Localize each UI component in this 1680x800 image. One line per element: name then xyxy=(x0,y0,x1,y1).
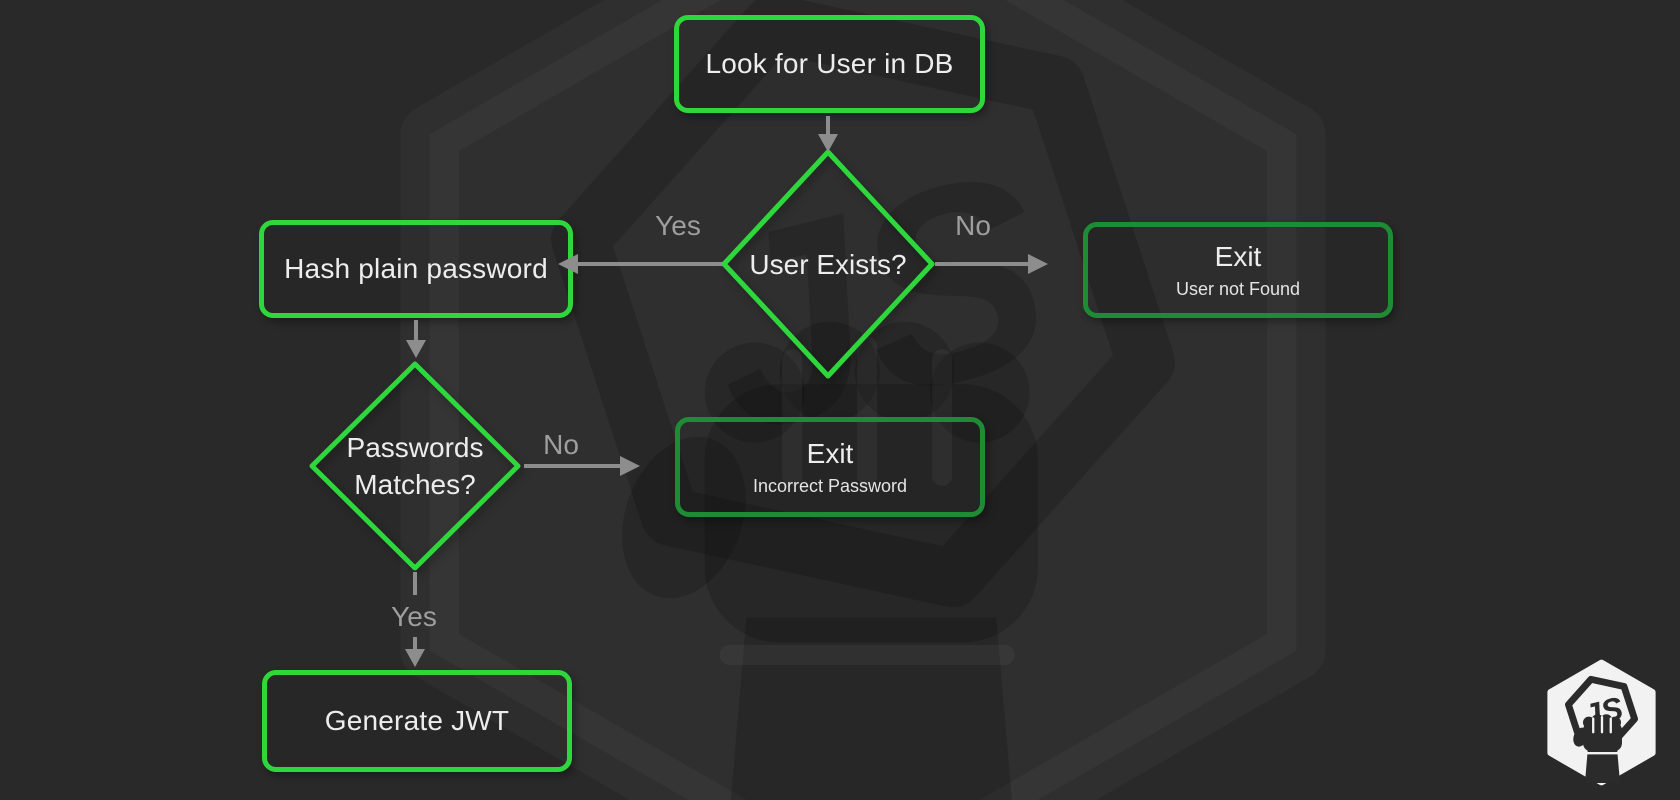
node-hash-label: Hash plain password xyxy=(284,253,548,284)
node-exit-incorrect-password: Exit Incorrect Password xyxy=(675,417,985,517)
js-fist-logo-icon xyxy=(1543,659,1660,786)
edge-label-user-exists-no: No xyxy=(955,210,991,241)
node-generate-jwt: Generate JWT xyxy=(262,670,572,772)
edge-label-passwords-no: No xyxy=(543,429,579,460)
edge-label-user-exists-yes: Yes xyxy=(655,210,701,241)
node-look-label: Look for User in DB xyxy=(705,48,954,79)
exit-user-title: Exit xyxy=(1214,240,1262,272)
node-jwt-label: Generate JWT xyxy=(324,705,510,736)
decision-user-exists-label: User Exists? xyxy=(749,248,907,280)
decision-passwords-line2: Matches? xyxy=(354,469,476,500)
node-exit-user-not-found: Exit User not Found xyxy=(1083,222,1393,318)
decision-user-exists: User Exists? xyxy=(720,148,936,380)
decision-passwords-line1: Passwords xyxy=(346,432,484,463)
exit-pass-title: Exit xyxy=(806,437,854,469)
edge-label-passwords-yes: Yes xyxy=(391,601,437,632)
exit-user-subtitle: User not Found xyxy=(1175,278,1301,299)
exit-pass-subtitle: Incorrect Password xyxy=(752,475,908,496)
decision-passwords-matches: Passwords Matches? xyxy=(308,360,522,572)
node-hash-plain-password: Hash plain password xyxy=(259,220,573,318)
node-look-for-user-in-db: Look for User in DB xyxy=(674,15,985,113)
